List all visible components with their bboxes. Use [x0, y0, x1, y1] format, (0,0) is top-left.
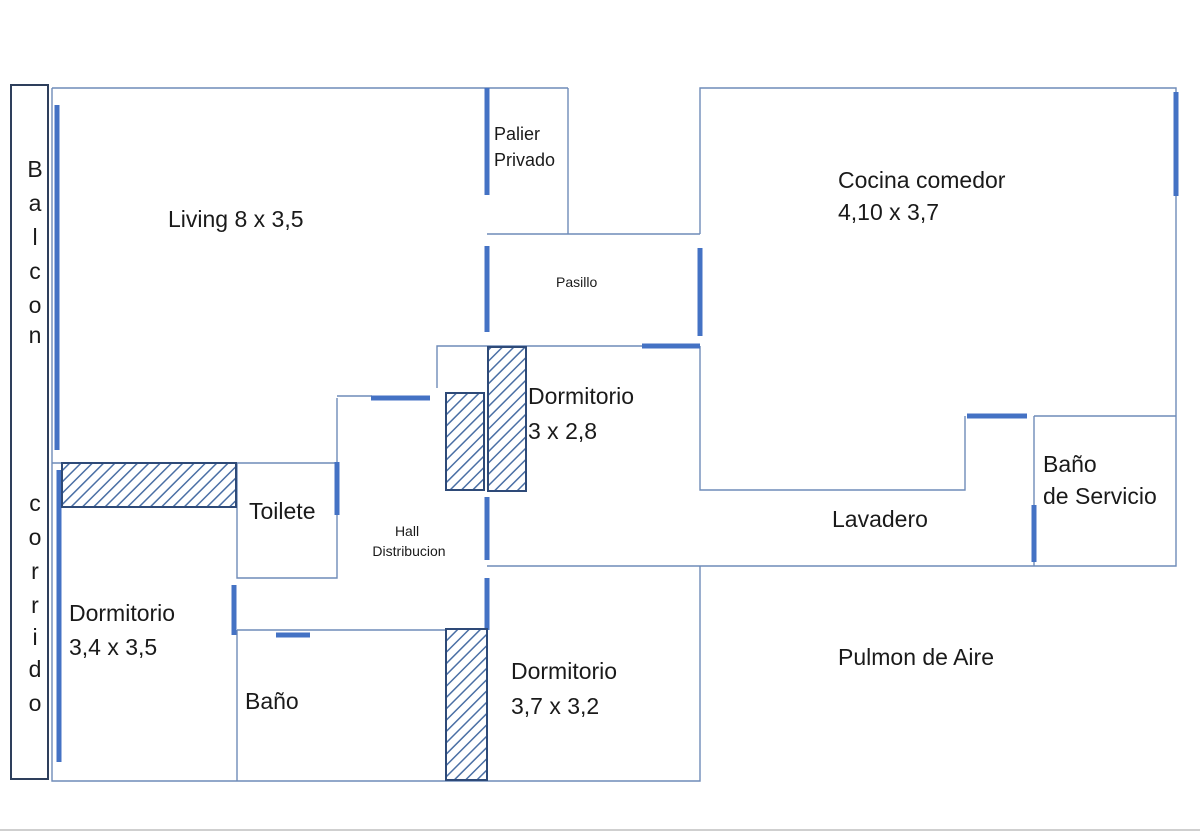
balcony-letter: i	[32, 624, 37, 650]
hall-label: Hall	[395, 523, 419, 539]
balcony-letter: d	[29, 656, 42, 682]
dormitorio-bottom-label: Dormitorio	[511, 658, 617, 684]
balcony-letter: r	[31, 558, 39, 584]
lavadero-label: Lavadero	[832, 506, 928, 532]
balcony-letter: a	[29, 190, 42, 216]
closet	[445, 392, 485, 491]
balcony-letter: r	[31, 592, 39, 618]
balcony-letter: B	[27, 156, 42, 182]
cocina-dimensions: 4,10 x 3,7	[838, 199, 939, 225]
pasillo-label: Pasillo	[556, 274, 597, 290]
wall	[236, 398, 338, 579]
bano-servicio-label: Baño	[1043, 451, 1097, 477]
balcony-letter: o	[29, 690, 42, 716]
dormitorio-bottom-dimensions: 3,7 x 3,2	[511, 693, 599, 719]
balcony-letter: o	[29, 292, 42, 318]
openings	[54, 88, 1179, 762]
wall	[699, 346, 966, 491]
toilete-label: Toilete	[249, 498, 315, 524]
dormitorio-left-label: Dormitorio	[69, 600, 175, 626]
closet	[61, 462, 237, 508]
closet	[445, 628, 488, 781]
dormitorio-center-dimensions: 3 x 2,8	[528, 418, 597, 444]
dormitorio-left-dimensions: 3,4 x 3,5	[69, 634, 157, 660]
pulmon-label: Pulmon de Aire	[838, 644, 994, 670]
hall-label: Distribucion	[372, 543, 445, 559]
closet	[487, 346, 527, 492]
bano-label: Baño	[245, 688, 299, 714]
wall	[699, 87, 1177, 567]
balcony-outline	[10, 84, 49, 780]
dormitorio-center-label: Dormitorio	[528, 383, 634, 409]
closets	[61, 346, 527, 781]
bano-servicio-label: de Servicio	[1043, 483, 1157, 509]
cocina-label: Cocina comedor	[838, 167, 1006, 193]
balcony-letter: n	[29, 322, 42, 348]
balcony: B a l c o n c o r r i d o	[10, 84, 49, 780]
balcony-letter: c	[29, 490, 41, 516]
living-label: Living 8 x 3,5	[168, 206, 304, 232]
palier-label: Privado	[494, 150, 555, 170]
wall	[436, 345, 642, 388]
room-labels: Living 8 x 3,5 Palier Privado Pasillo Co…	[69, 124, 1157, 719]
balcony-letter: c	[29, 258, 41, 284]
balcony-letter: o	[29, 524, 42, 550]
wall	[51, 88, 701, 782]
palier-label: Palier	[494, 124, 540, 144]
balcony-letter: l	[32, 224, 37, 250]
